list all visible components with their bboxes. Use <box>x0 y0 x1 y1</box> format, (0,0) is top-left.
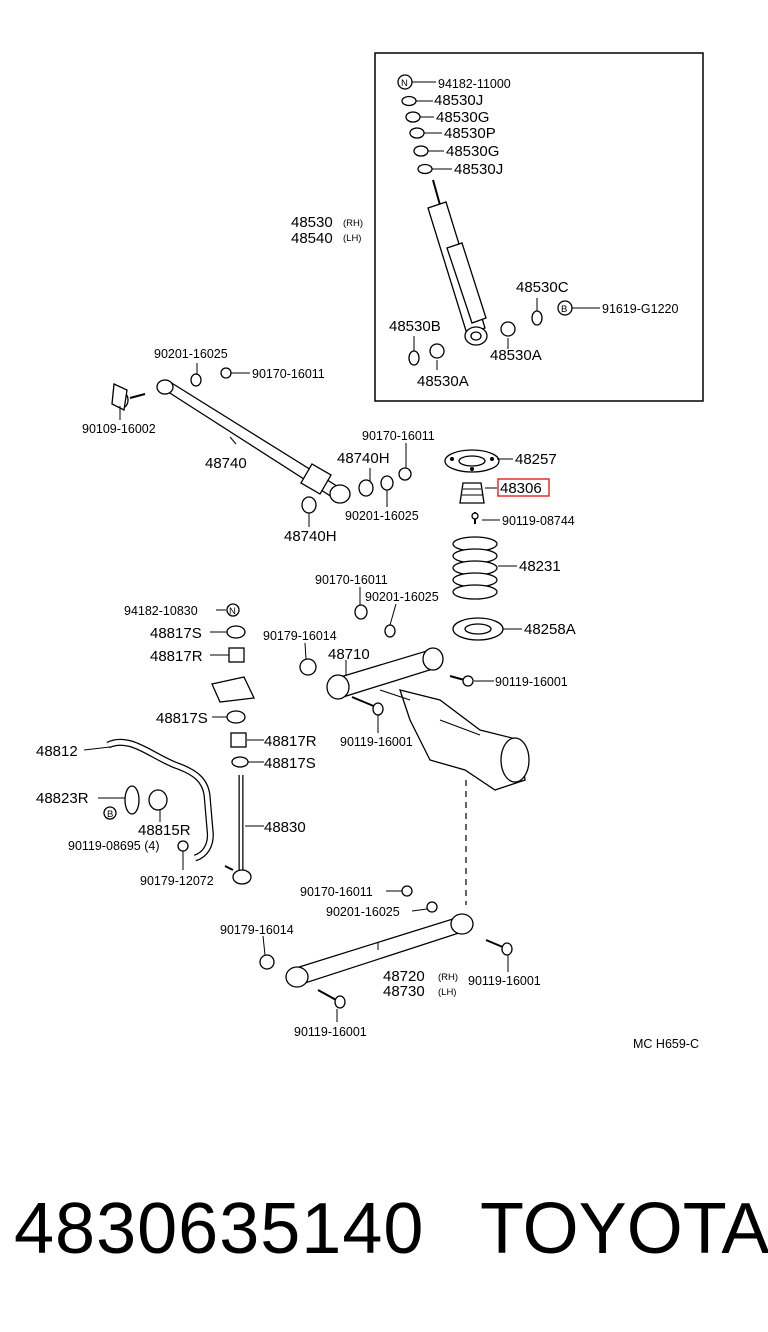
label-48815R: 48815R <box>138 822 191 839</box>
caption-bar: 4830635140 TOYOTA <box>0 1180 768 1290</box>
coil-spring-assembly <box>444 449 522 641</box>
brand-name: TOYOTA <box>480 1189 768 1269</box>
axle-housing <box>379 689 530 905</box>
label-48231: 48231 <box>519 558 561 575</box>
label-48530A: 48530A <box>417 373 469 390</box>
symbol-n-badge: N <box>229 606 236 617</box>
label-48530G: 48530G <box>446 143 499 160</box>
label-90170-16011: 90170-16011 <box>362 429 435 443</box>
label-rh: (RH) <box>438 972 458 983</box>
label-90201-16025: 90201-16025 <box>326 905 400 919</box>
label-48817S: 48817S <box>264 755 316 772</box>
symbol-n-badge: N <box>401 78 408 89</box>
label-90201-16025: 90201-16025 <box>365 590 439 604</box>
label-48306: 48306 <box>500 480 542 497</box>
label-48530C: 48530C <box>516 279 569 296</box>
label-48257: 48257 <box>515 451 557 468</box>
label-94182-11000: 94182-11000 <box>438 77 511 91</box>
label-48258A: 48258A <box>524 621 576 638</box>
diagram-code: MC H659-C <box>633 1037 699 1051</box>
label-48740H: 48740H <box>337 450 390 467</box>
parts-diagram: N B N B 94182-11000 48530J 48530G 48530P… <box>36 52 704 1051</box>
label-48530G: 48530G <box>436 109 489 126</box>
shock-bushings <box>408 298 600 370</box>
label-48823R: 48823R <box>36 790 89 807</box>
leader-lines <box>83 363 509 1022</box>
shock-hardware-stack <box>397 74 452 175</box>
stabilizer-bar <box>103 738 214 862</box>
label-90119-16001: 90119-16001 <box>294 1025 367 1039</box>
label-90109-16002: 90109-16002 <box>82 422 156 436</box>
label-90201-16025: 90201-16025 <box>345 509 419 523</box>
symbol-b-badge: B <box>107 809 113 820</box>
shock-absorber <box>427 179 488 346</box>
label-lh: (LH) <box>438 987 456 998</box>
part-number: 4830635140 <box>14 1189 425 1269</box>
symbol-b-badge: B <box>561 304 567 315</box>
label-48720: 48720 <box>383 968 425 985</box>
label-90119-08695: 90119-08695 (4) <box>68 839 160 853</box>
label-94182-10830: 94182-10830 <box>124 604 198 618</box>
label-90179-12072: 90179-12072 <box>140 874 214 888</box>
label-90119-16001: 90119-16001 <box>468 974 541 988</box>
label-90119-16001: 90119-16001 <box>340 735 413 749</box>
label-48530P: 48530P <box>444 125 496 142</box>
label-48740: 48740 <box>205 455 247 472</box>
shock-absorber-inset-frame <box>374 52 704 402</box>
label-48530J: 48530J <box>454 161 503 178</box>
label-90119-08744: 90119-08744 <box>502 514 575 528</box>
label-90170-16011: 90170-16011 <box>315 573 388 587</box>
label-90179-16014: 90179-16014 <box>220 923 294 937</box>
label-90119-16001: 90119-16001 <box>495 675 568 689</box>
highlight-box-48306 <box>497 478 550 497</box>
label-48730: 48730 <box>383 983 425 1000</box>
label-48530J: 48530J <box>434 92 483 109</box>
label-90170-16011: 90170-16011 <box>252 367 325 381</box>
upper-control-arm <box>111 367 412 514</box>
label-48740H: 48740H <box>284 528 337 545</box>
label-48530A: 48530A <box>490 347 542 364</box>
label-48817S: 48817S <box>156 710 208 727</box>
label-48530: 48530 <box>291 214 333 231</box>
label-90170-16011: 90170-16011 <box>300 885 373 899</box>
label-90179-16014: 90179-16014 <box>263 629 337 643</box>
label-lh: (LH) <box>343 233 361 244</box>
label-48830: 48830 <box>264 819 306 836</box>
label-48817S: 48817S <box>150 625 202 642</box>
label-48817R: 48817R <box>264 733 317 750</box>
label-48530B: 48530B <box>389 318 441 335</box>
label-48817R: 48817R <box>150 648 203 665</box>
lower-control-arm-48710 <box>299 604 474 716</box>
lower-control-arm-48720 <box>259 885 513 1009</box>
label-48812: 48812 <box>36 743 78 760</box>
label-48540: 48540 <box>291 230 333 247</box>
label-91619-G1220: 91619-G1220 <box>602 302 679 316</box>
label-rh: (RH) <box>343 218 363 229</box>
label-90201-16025: 90201-16025 <box>154 347 228 361</box>
stabilizer-link <box>211 603 255 885</box>
label-48710: 48710 <box>328 646 370 663</box>
